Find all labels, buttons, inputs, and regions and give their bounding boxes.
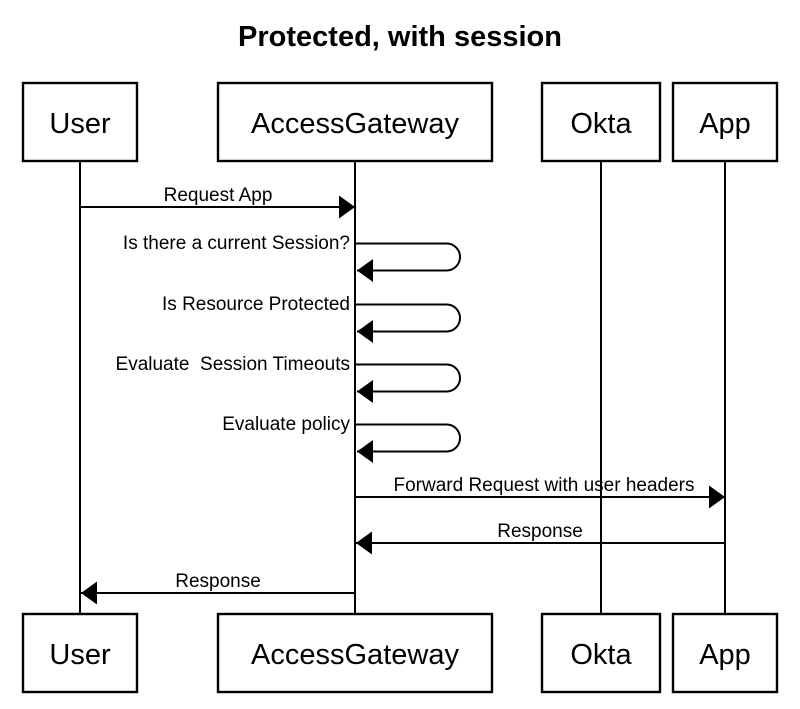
- message-label-is-resource-protected: Is Resource Protected: [162, 294, 350, 315]
- participant-okta-bottom: Okta: [540, 612, 662, 694]
- message-response-gateway-to-user: Response: [81, 571, 355, 605]
- message-label-response-app-to-gateway: Response: [497, 521, 583, 542]
- message-label-request-app: Request App: [164, 185, 273, 206]
- self-message-loop-1: [355, 242, 461, 282]
- participant-box-okta-top: [540, 81, 662, 163]
- diagram-title: Protected, with session: [238, 21, 562, 53]
- participant-box-app-bottom: [671, 612, 779, 694]
- participant-label-accessgateway-top: AccessGateway: [251, 108, 459, 140]
- self-message-loop-3: [355, 363, 461, 403]
- participant-accessgateway-bottom: AccessGateway: [216, 612, 494, 694]
- participant-box-app-top: [671, 81, 779, 163]
- message-response-app-to-gateway: Response: [356, 521, 725, 555]
- participant-label-user-top: User: [49, 108, 111, 140]
- participant-box-accessgateway-bottom: [216, 612, 494, 694]
- message-label-response-gateway-to-user: Response: [175, 571, 261, 592]
- self-message-loop-2: [355, 303, 461, 343]
- message-evaluate-session-timeouts: Evaluate Session Timeouts: [116, 354, 461, 403]
- participant-label-accessgateway-bottom: AccessGateway: [251, 639, 459, 671]
- participant-box-accessgateway-top: [216, 81, 494, 163]
- message-is-resource-protected: Is Resource Protected: [162, 294, 461, 343]
- participant-label-user-bottom: User: [49, 639, 111, 671]
- message-evaluate-policy: Evaluate policy: [222, 414, 461, 463]
- message-label-forward-request: Forward Request with user headers: [394, 475, 695, 496]
- participant-label-okta-top: Okta: [570, 108, 632, 140]
- message-label-is-there-a-current-session: Is there a current Session?: [123, 233, 350, 254]
- participant-label-app-bottom: App: [699, 639, 751, 671]
- participant-user-top: User: [21, 81, 139, 163]
- participant-label-okta-bottom: Okta: [570, 639, 632, 671]
- participant-box-user-bottom: [21, 612, 139, 694]
- message-forward-request: Forward Request with user headers: [355, 475, 725, 509]
- participant-app-top: App: [671, 81, 779, 163]
- participant-label-app-top: App: [699, 108, 751, 140]
- message-request-app: Request App: [80, 185, 355, 219]
- participant-user-bottom: User: [21, 612, 139, 694]
- self-message-loop-4: [355, 423, 461, 463]
- message-is-there-a-current-session: Is there a current Session?: [123, 233, 461, 282]
- participant-accessgateway-top: AccessGateway: [216, 81, 494, 163]
- participant-app-bottom: App: [671, 612, 779, 694]
- participant-okta-top: Okta: [540, 81, 662, 163]
- message-label-evaluate-session-timeouts: Evaluate Session Timeouts: [116, 354, 350, 375]
- participant-box-user-top: [21, 81, 139, 163]
- participant-box-okta-bottom: [540, 612, 662, 694]
- message-label-evaluate-policy: Evaluate policy: [222, 414, 350, 435]
